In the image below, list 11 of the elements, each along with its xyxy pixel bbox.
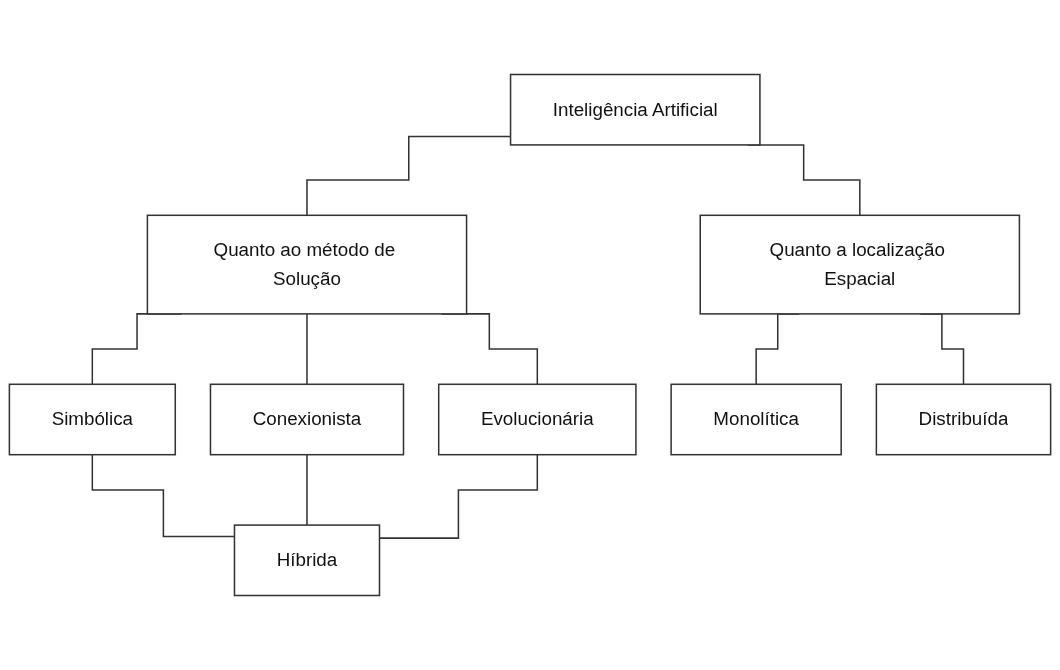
node-box: Simbólica xyxy=(8,383,177,456)
node-box: Quanto ao método de Solução xyxy=(146,214,468,315)
node-box: Monolítica xyxy=(670,383,842,456)
node-box: Quanto a localização Espacial xyxy=(699,214,1021,315)
node-box: Conexionista xyxy=(209,383,405,456)
node-box: Híbrida xyxy=(233,524,381,597)
node-box: Inteligência Artificial xyxy=(509,73,761,146)
connector xyxy=(306,453,308,526)
node-box: Evolucionária xyxy=(437,383,637,456)
connector xyxy=(306,313,308,386)
node-box: Distribuída xyxy=(875,383,1052,456)
